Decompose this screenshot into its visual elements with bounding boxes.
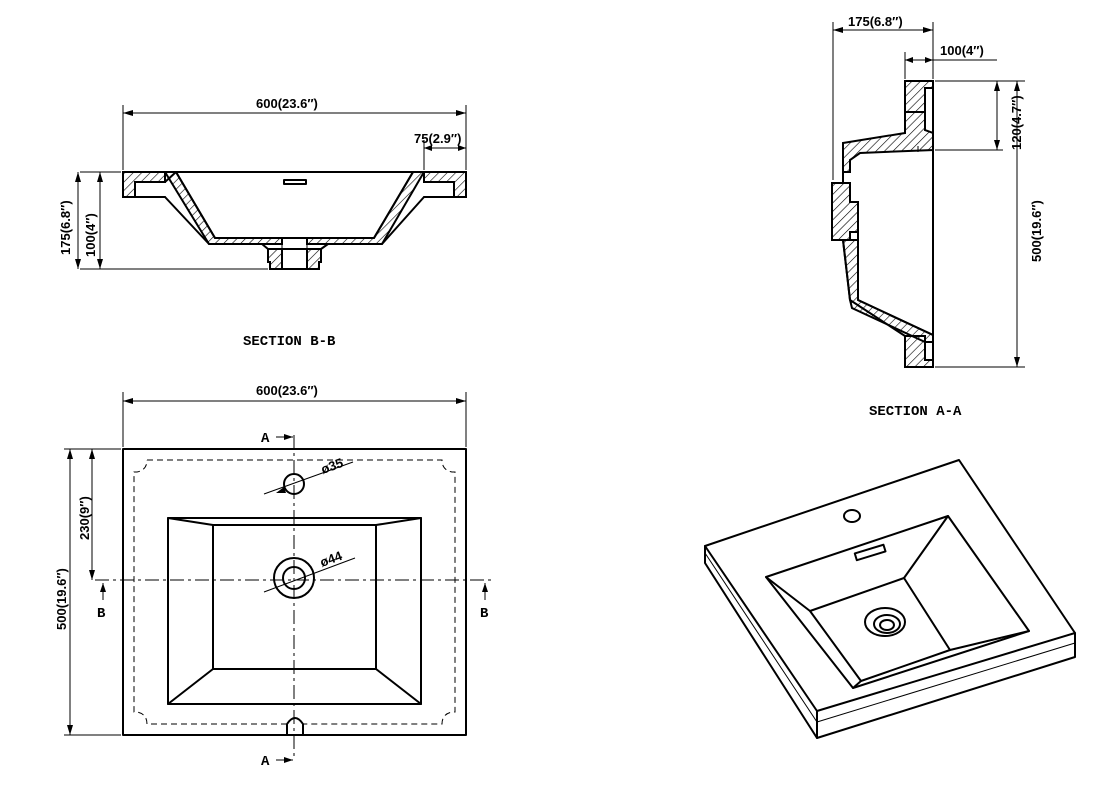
section-aa-view: 175(6.8″) 100(4″) 120(4.7″) 500(19.6″) S… bbox=[831, 14, 1044, 420]
aa-height-dim: 175(6.8″) bbox=[848, 14, 903, 29]
bb-rim-dim: 75(2.9″) bbox=[414, 131, 461, 146]
cut-b-left: B bbox=[97, 606, 106, 622]
cut-a-top: A bbox=[261, 431, 270, 447]
section-aa-label: SECTION A-A bbox=[869, 404, 962, 420]
drain-dim: ø44 bbox=[318, 548, 345, 570]
bb-depth-dim: 100(4″) bbox=[83, 213, 98, 257]
section-bb-view: 600(23.6″) 75(2.9″) 175(6.8″) 100(4″) SE… bbox=[58, 96, 467, 350]
plan-offset-dim: 230(9″) bbox=[77, 496, 92, 540]
tap-hole-dim: ø35 bbox=[319, 455, 345, 477]
bb-height-dim: 175(6.8″) bbox=[58, 200, 73, 255]
plan-view: ø35 ø44 600(23.6″) 500(19.6″) 230(9″) A … bbox=[54, 383, 495, 770]
section-bb-label: SECTION B-B bbox=[243, 334, 336, 350]
cut-a-bottom: A bbox=[261, 754, 270, 770]
cut-b-right: B bbox=[480, 606, 489, 622]
aa-length-dim: 500(19.6″) bbox=[1029, 200, 1044, 262]
isometric-view bbox=[704, 459, 1076, 739]
aa-depth-dim: 100(4″) bbox=[940, 43, 984, 58]
plan-width-dim: 600(23.6″) bbox=[256, 383, 318, 398]
bb-width-dim: 600(23.6″) bbox=[256, 96, 318, 111]
plan-length-dim: 500(19.6″) bbox=[54, 568, 69, 630]
